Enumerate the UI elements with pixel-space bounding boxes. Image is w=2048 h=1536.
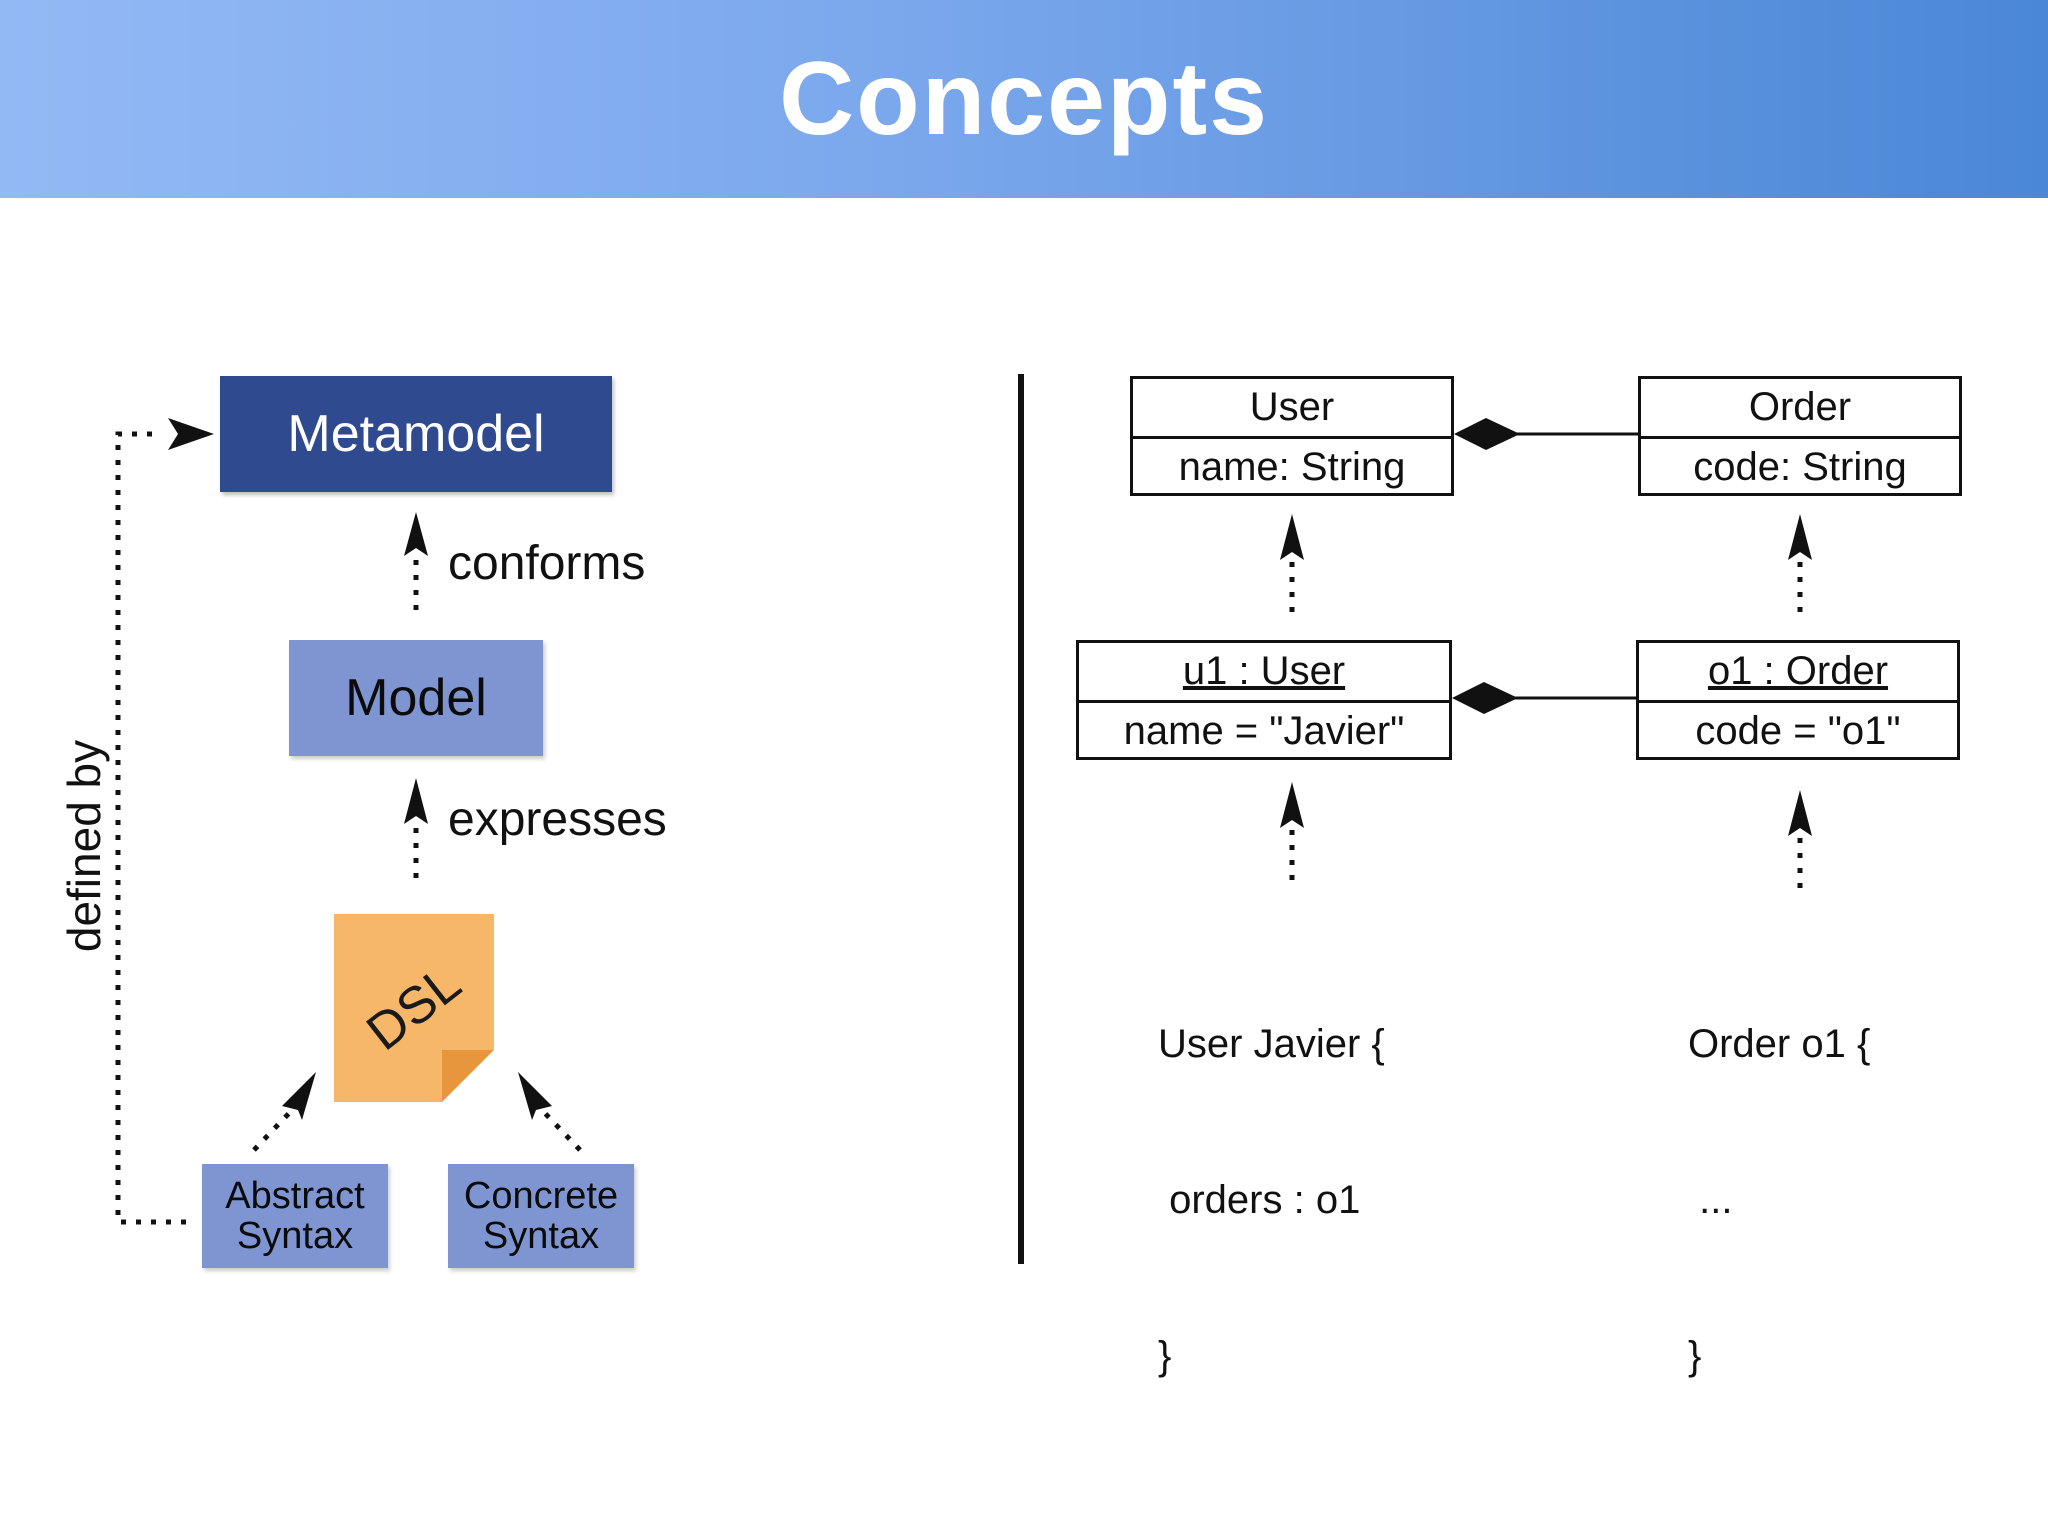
defined-by-label: defined by — [58, 739, 110, 953]
user-code-arrowhead — [1280, 782, 1304, 828]
o1-object-header: o1 : Order — [1639, 643, 1957, 703]
concrete-arrow-line — [538, 1106, 582, 1152]
order-code-block: Order o1 { ... } — [1688, 914, 1870, 1434]
u1-o1-diamond — [1452, 682, 1518, 714]
page-title: Concepts — [779, 41, 1269, 157]
user-class-name: User — [1133, 379, 1451, 439]
order-code-line: } — [1688, 1334, 1702, 1378]
defined-by-arrowhead — [168, 418, 214, 450]
abstract-syntax-line2: Syntax — [236, 1215, 354, 1257]
defined-by-line — [115, 431, 186, 1225]
order-class-attribute: code: String — [1693, 445, 1907, 489]
expresses-label: expresses — [448, 793, 667, 846]
conforms-arrowhead — [404, 512, 428, 556]
abstract-syntax-box: Abstract Syntax — [202, 1164, 388, 1268]
model-box: Model — [289, 640, 543, 756]
user-code-line: orders : o1 — [1158, 1178, 1361, 1222]
user-code-line: User Javier { — [1158, 1022, 1385, 1066]
order-code-line: Order o1 { — [1688, 1022, 1871, 1066]
note-fold — [442, 1050, 494, 1102]
user-class: User name: String — [1130, 376, 1454, 496]
dsl-note: DSL — [334, 914, 494, 1102]
o1-object-attribute: code = "o1" — [1695, 709, 1901, 753]
u1-instanceof-arrowhead — [1280, 514, 1304, 560]
order-class: Order code: String — [1638, 376, 1962, 496]
section-divider — [1018, 374, 1024, 1264]
o1-object: o1 : Order code = "o1" — [1636, 640, 1960, 760]
order-code-arrowhead — [1788, 790, 1812, 836]
u1-object-name: u1 : User — [1182, 649, 1346, 693]
metamodel-label: Metamodel — [287, 405, 545, 463]
order-class-name: Order — [1641, 379, 1959, 439]
order-code-line: ... — [1688, 1178, 1733, 1222]
concrete-arrowhead — [518, 1072, 552, 1120]
user-class-attribute: name: String — [1178, 445, 1406, 489]
user-code-line: } — [1158, 1334, 1172, 1378]
o1-object-name: o1 : Order — [1707, 649, 1889, 693]
concrete-syntax-box: Concrete Syntax — [448, 1164, 634, 1268]
header-bar: Concepts — [0, 0, 2048, 198]
u1-object-attribute: name = "Javier" — [1123, 709, 1405, 753]
abstract-arrowhead — [282, 1072, 316, 1120]
metamodel-box: Metamodel — [220, 376, 612, 492]
concrete-syntax-line1: Concrete — [463, 1175, 619, 1217]
model-label: Model — [345, 669, 487, 727]
concrete-syntax-line2: Syntax — [482, 1215, 600, 1257]
u1-object-header: u1 : User — [1079, 643, 1449, 703]
conforms-label: conforms — [448, 537, 646, 590]
abstract-arrow-line — [252, 1106, 296, 1152]
abstract-syntax-line1: Abstract — [225, 1175, 365, 1217]
expresses-arrowhead — [404, 778, 428, 824]
o1-instanceof-arrowhead — [1788, 514, 1812, 560]
user-order-diamond — [1454, 418, 1520, 450]
user-code-block: User Javier { orders : o1 } — [1158, 914, 1385, 1434]
u1-object: u1 : User name = "Javier" — [1076, 640, 1452, 760]
